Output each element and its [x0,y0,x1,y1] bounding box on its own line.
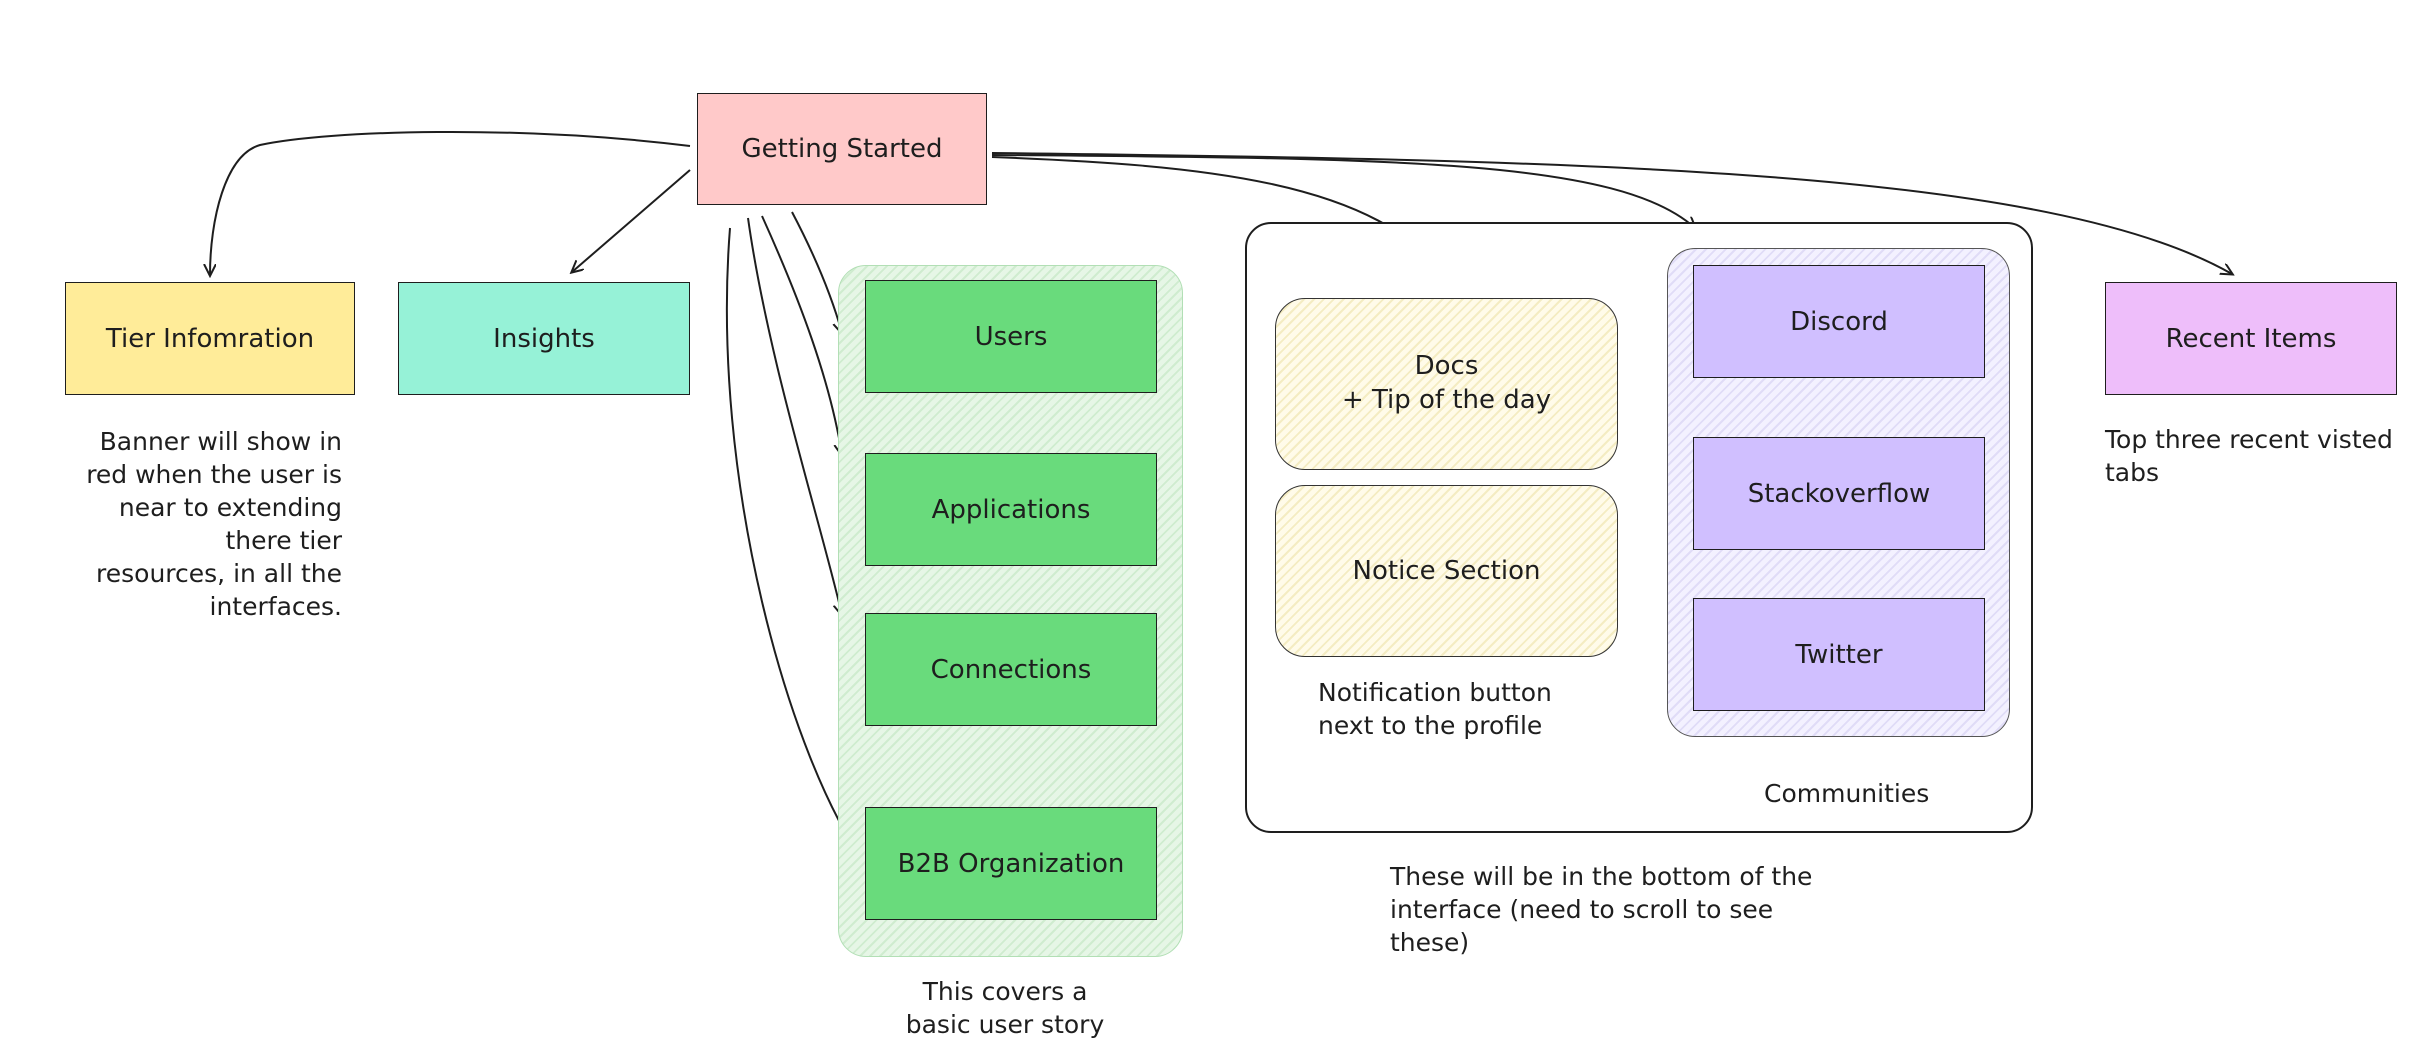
insights-label: Insights [493,323,595,354]
b2b-organization-label: B2B Organization [897,848,1125,879]
connections-label: Connections [930,654,1092,685]
arrow-to-b2b [725,227,866,865]
b2b-organization-node[interactable]: B2B Organization [865,807,1157,920]
arrow-to-connections [747,217,842,615]
docs-label: Docs + Tip of the day [1341,351,1552,415]
recent-items-node[interactable]: Recent Items [2105,282,2397,395]
user-story-note: This covers a basic user story [905,977,1105,1039]
notice-section-node[interactable]: Notice Section [1275,485,1618,657]
arrow-to-users [791,211,842,333]
discord-label: Discord [1790,306,1888,337]
notification-note: Notification button next to the profile [1318,678,1552,740]
tier-information-label: Tier Infomration [105,323,315,354]
tier-banner-note: Banner will show in red when the user is… [86,427,342,621]
discord-node[interactable]: Discord [1693,265,1985,378]
users-label: Users [974,321,1048,352]
twitter-label: Twitter [1795,639,1883,670]
arrow-to-applications [761,215,842,455]
communities-label: Communities [1764,779,1930,808]
recent-items-label: Recent Items [2165,323,2337,354]
stackoverflow-label: Stackoverflow [1747,478,1931,509]
arrow-to-communities [991,154,1695,228]
getting-started-label: Getting Started [741,134,943,164]
users-node[interactable]: Users [865,280,1157,393]
stackoverflow-node[interactable]: Stackoverflow [1693,437,1985,550]
twitter-node[interactable]: Twitter [1693,598,1985,711]
applications-node[interactable]: Applications [865,453,1157,566]
getting-started-node[interactable]: Getting Started [697,93,987,205]
tier-information-node[interactable]: Tier Infomration [65,282,355,395]
applications-label: Applications [931,494,1091,525]
connections-node[interactable]: Connections [865,613,1157,726]
docs-node[interactable]: Docs + Tip of the day [1275,298,1618,470]
arrow-to-recent [991,152,2232,274]
recent-items-note: Top three recent visted tabs [2105,425,2393,487]
insights-node[interactable]: Insights [398,282,690,395]
bottom-section-note: These will be in the bottom of the inter… [1390,862,1813,957]
notice-section-label: Notice Section [1352,556,1541,586]
arrow-to-tier [210,130,691,275]
arrow-to-insights [572,169,691,272]
